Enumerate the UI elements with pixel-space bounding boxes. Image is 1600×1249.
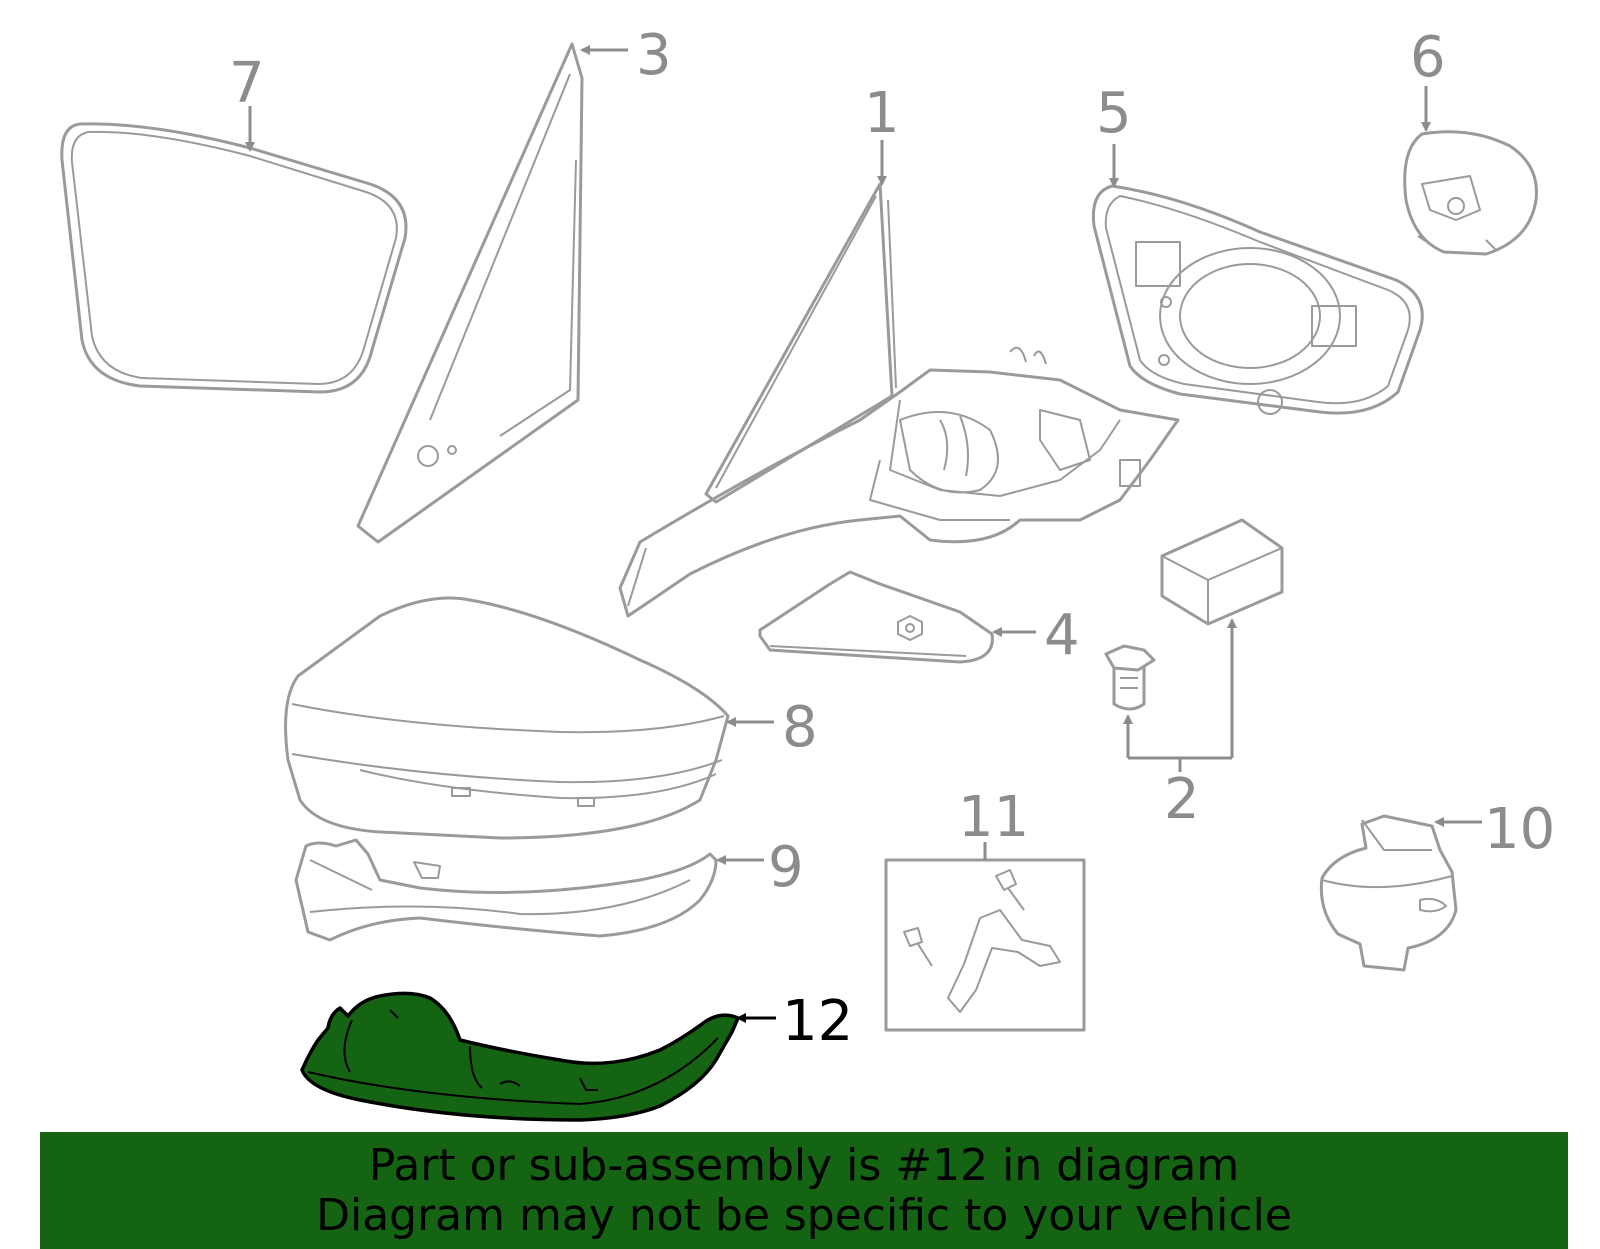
callout-3-label: 3 bbox=[636, 23, 672, 88]
callout-2: 2 bbox=[1123, 618, 1237, 832]
callout-4-label: 4 bbox=[1044, 603, 1080, 668]
callout-12-label: 12 bbox=[782, 989, 853, 1054]
part-4-cover-plate bbox=[758, 570, 994, 664]
info-banner: Part or sub-assembly is #12 in diagram D… bbox=[40, 1132, 1568, 1249]
part-5-housing bbox=[1091, 184, 1424, 415]
callout-10-label: 10 bbox=[1484, 797, 1555, 862]
part-6-actuator bbox=[1403, 130, 1538, 256]
callout-9: 9 bbox=[716, 835, 804, 900]
callout-7: 7 bbox=[229, 51, 265, 152]
part-3-triangle-trim bbox=[356, 42, 584, 544]
part-1-mirror-assembly bbox=[618, 182, 1180, 618]
callout-1: 1 bbox=[864, 81, 900, 186]
callout-4: 4 bbox=[992, 603, 1080, 668]
part-7-mirror-glass bbox=[60, 122, 408, 394]
banner-line-2: Diagram may not be specific to your vehi… bbox=[316, 1189, 1292, 1241]
part-2-control-module bbox=[1104, 518, 1284, 711]
part-11-hardware-kit bbox=[884, 858, 1086, 1032]
callout-5: 5 bbox=[1096, 81, 1132, 188]
callout-11-label: 11 bbox=[958, 785, 1029, 850]
part-8-mirror-cap bbox=[284, 596, 730, 840]
callout-8-label: 8 bbox=[782, 695, 818, 760]
callout-9-label: 9 bbox=[768, 835, 804, 900]
callout-10: 10 bbox=[1434, 797, 1555, 862]
callout-2-label: 2 bbox=[1164, 767, 1200, 832]
callout-12: 12 bbox=[736, 989, 853, 1054]
callout-3: 3 bbox=[580, 23, 672, 88]
callout-7-label: 7 bbox=[229, 51, 265, 116]
callout-11: 11 bbox=[958, 785, 1029, 860]
callout-6: 6 bbox=[1410, 25, 1446, 132]
callout-6-label: 6 bbox=[1410, 25, 1446, 90]
part-12-lower-trim-highlighted bbox=[300, 991, 740, 1122]
part-9-turn-signal bbox=[294, 838, 718, 942]
callout-1-label: 1 bbox=[864, 81, 900, 146]
banner-line-1: Part or sub-assembly is #12 in diagram bbox=[368, 1139, 1240, 1191]
callout-5-label: 5 bbox=[1096, 81, 1132, 146]
callout-8: 8 bbox=[726, 695, 818, 760]
part-10-camera-unit bbox=[1319, 814, 1458, 972]
